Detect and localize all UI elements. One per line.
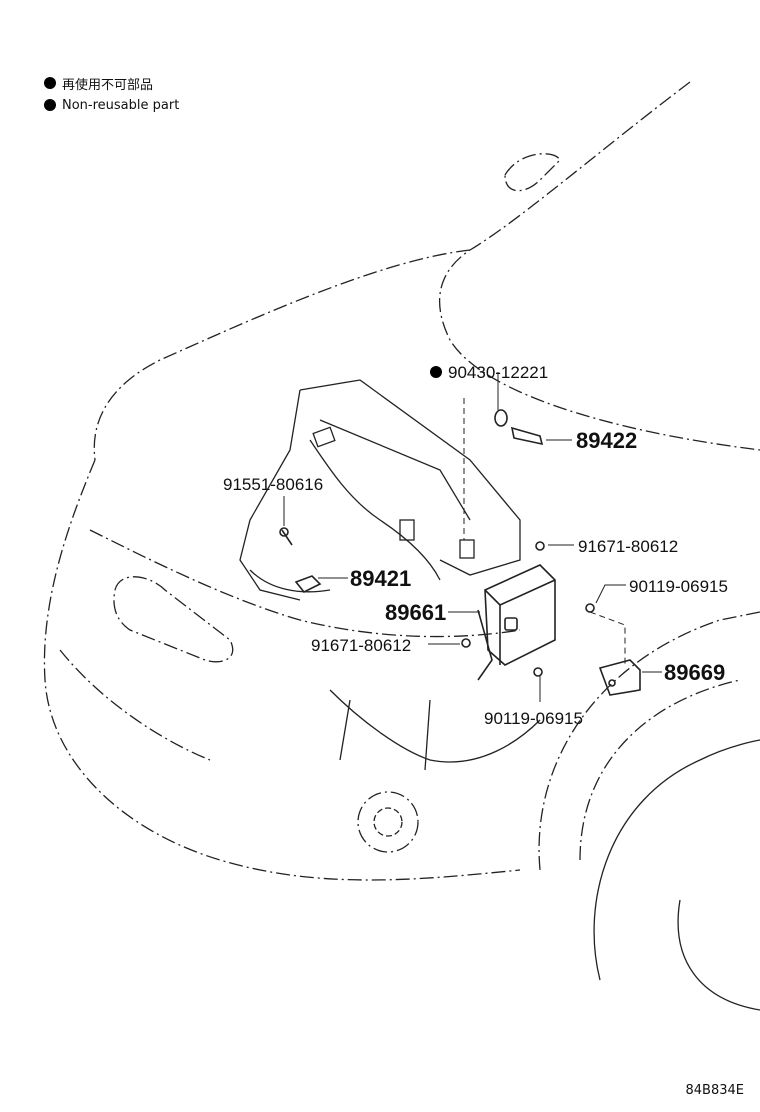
part-label-90119-06915-upper: 90119-06915 [629, 577, 728, 596]
part-label-89661: 89661 [385, 600, 446, 625]
legend-english-label: Non-reusable part [62, 97, 180, 113]
non-reusable-dot-icon [44, 77, 56, 89]
part-label-91551-80616: 91551-80616 [223, 475, 323, 494]
part-label-90430-12221: 90430-12221 [448, 363, 548, 382]
bolt-90119-lower [533, 667, 543, 677]
vehicle-outline [43, 81, 760, 1011]
bolt-91671-upper [535, 541, 545, 551]
bolt-91551 [281, 529, 293, 546]
non-reusable-marker-icon [430, 366, 442, 378]
part-label-90119-06915-lower: 90119-06915 [484, 709, 583, 728]
part-label-89421: 89421 [350, 566, 411, 591]
ecu-body [484, 564, 556, 666]
part-label-91671-80612-upper: 91671-80612 [578, 537, 678, 556]
sensor-89421 [294, 575, 322, 594]
leader-lines [283, 372, 662, 702]
part-label-91671-80612-lower: 91671-80612 [311, 636, 411, 655]
non-reusable-dot-icon [44, 99, 56, 111]
legend-japanese-label: 再使用不可部品 [62, 77, 154, 93]
gasket-90430 [494, 409, 508, 427]
part-label-89422: 89422 [576, 428, 637, 453]
parts-sketch [279, 409, 641, 696]
part-labels: 90430-12221 89422 91551-80616 89421 9167… [223, 363, 728, 728]
legend: 再使用不可部品 Non-reusable part [44, 72, 179, 116]
ecu-edge [484, 579, 556, 606]
legend-row-english: Non-reusable part [44, 94, 179, 116]
bolt-90119-upper [585, 603, 595, 613]
legend-row-japanese: 再使用不可部品 [44, 72, 179, 94]
diagram-reference-code: 84B834E [685, 1083, 745, 1098]
part-label-89669: 89669 [664, 660, 725, 685]
sensor-89422 [510, 426, 544, 446]
bolt-91671-lower [461, 638, 471, 648]
